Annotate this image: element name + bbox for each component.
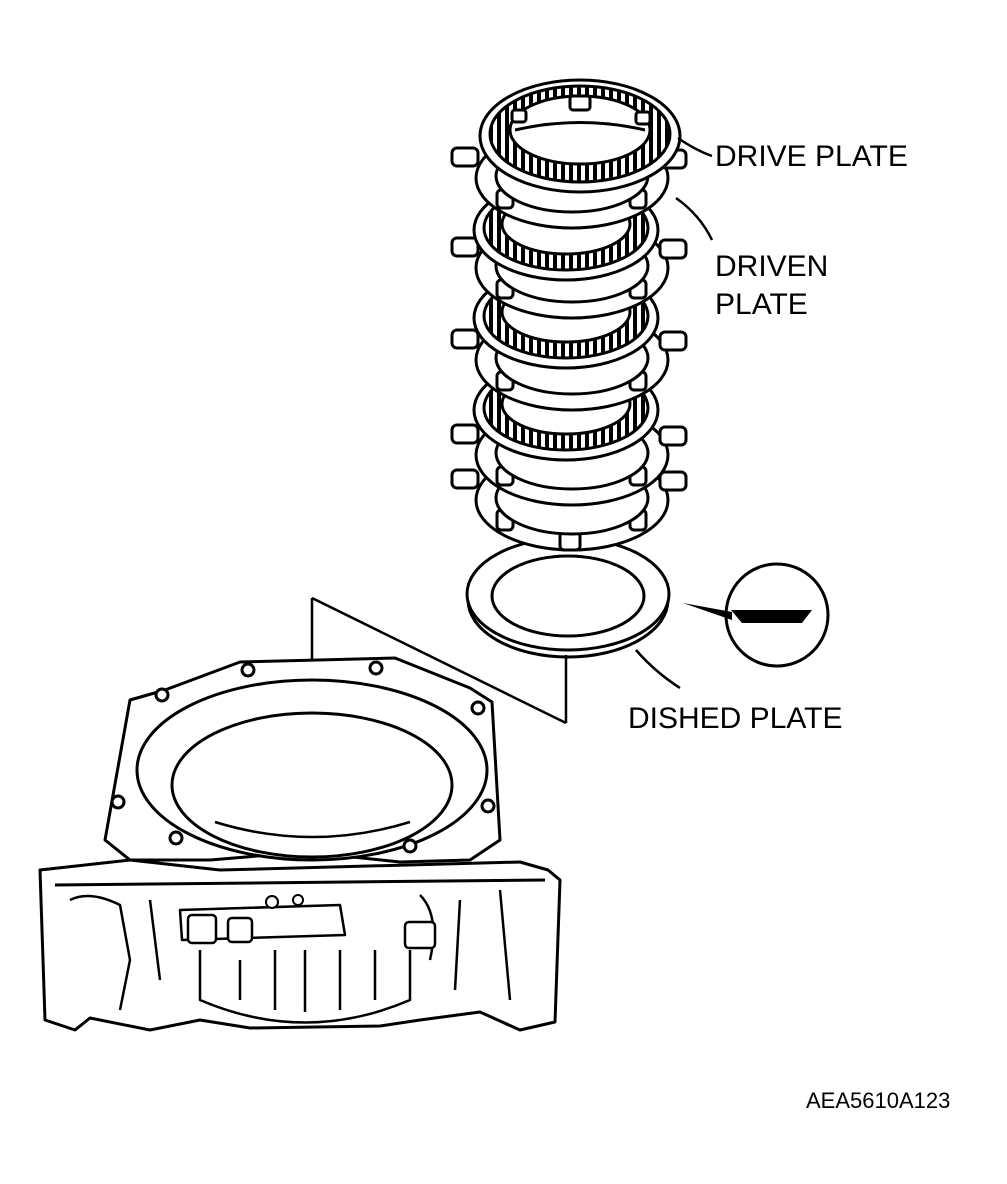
drive-plate xyxy=(478,78,682,194)
dished-plate xyxy=(465,536,671,659)
figure-code: AEA5610A123 xyxy=(806,1088,950,1113)
clutch-plate-stack xyxy=(450,78,688,659)
drive-plate-leader xyxy=(677,136,713,158)
leader-lines xyxy=(635,136,714,690)
drive-plate-label: DRIVE PLATE xyxy=(715,140,908,173)
dished-plate-section-detail xyxy=(683,562,830,668)
driven-plate-label-line2: PLATE xyxy=(715,288,808,321)
section-pointer xyxy=(683,603,732,620)
dished-plate-label: DISHED PLATE xyxy=(628,702,843,735)
driven-plate-leader xyxy=(675,196,714,241)
transmission-case xyxy=(38,656,562,1032)
dished-plate-leader xyxy=(635,649,681,690)
driven-plate-label-line1: DRIVEN xyxy=(715,250,828,283)
